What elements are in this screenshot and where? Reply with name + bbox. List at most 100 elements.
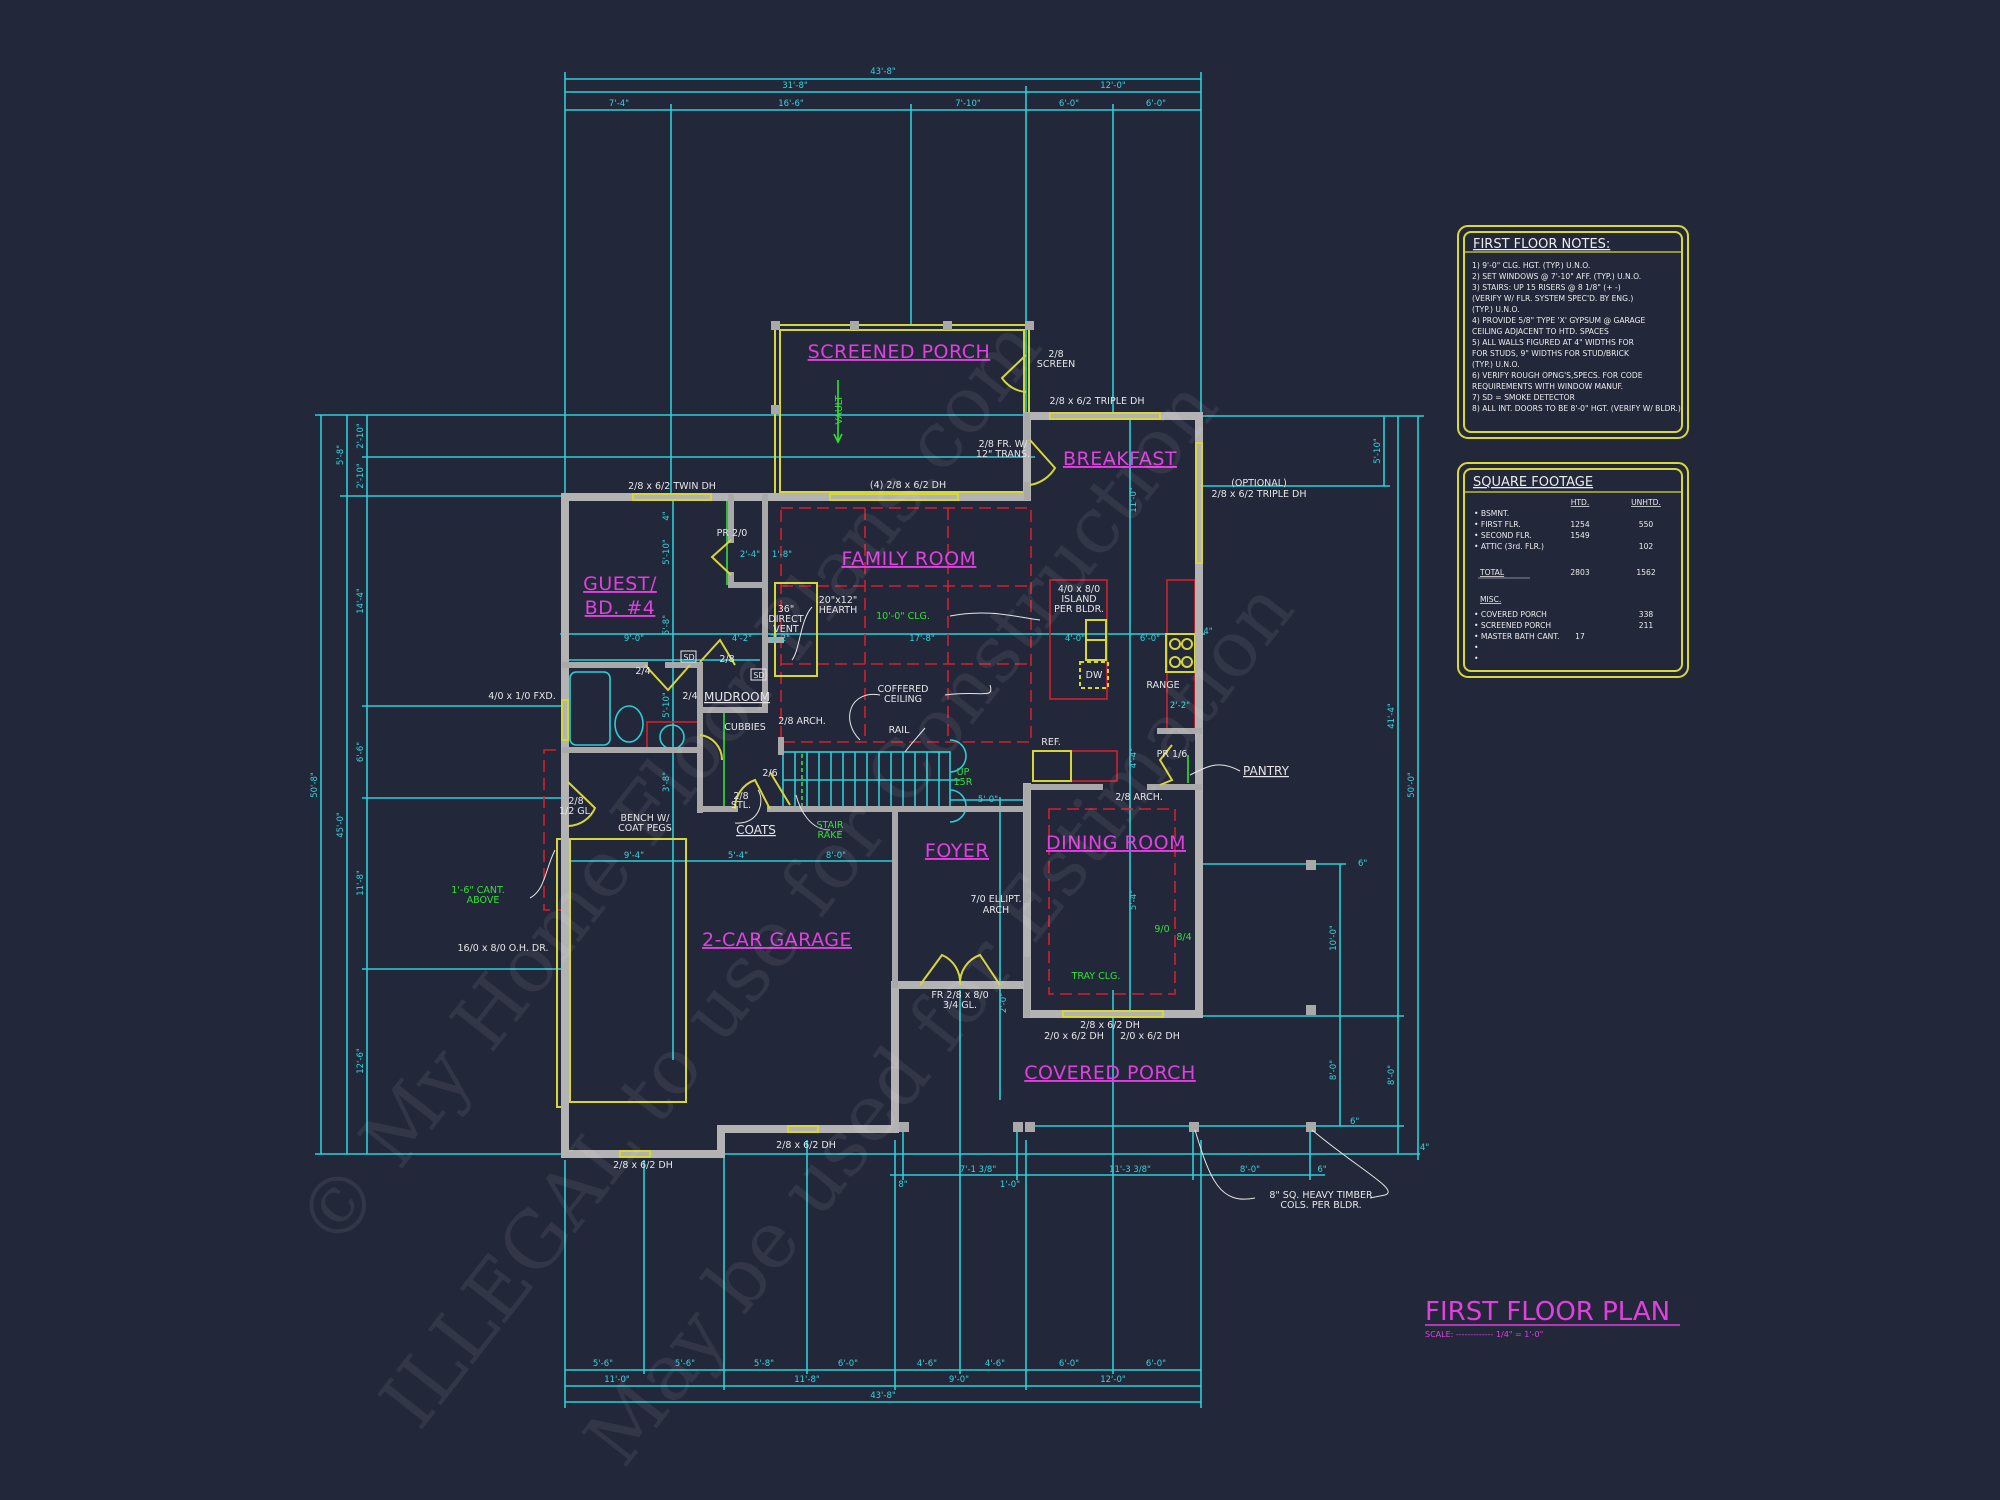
dim-right-overall: 50'-0" [1407, 772, 1417, 798]
dim-left: 45'-0" [336, 812, 346, 838]
label-stair-up: 15R [954, 777, 973, 788]
note-line: (TYP.) U.N.O. [1472, 360, 1520, 369]
note-line: CEILING ADJACENT TO HTD. SPACES [1472, 327, 1609, 336]
dim-bottom: 4'-6" [985, 1359, 1005, 1369]
sqft-row-label: • SECOND FLR. [1474, 531, 1532, 540]
dim-porch: 6" [1317, 1165, 1326, 1175]
dim-porch: 8'-0" [1240, 1165, 1260, 1175]
label-ellipt-arch: 7/0 ELLIPT. [970, 894, 1021, 905]
square-footage-table: SQUARE FOOTAGE HTD. UNHTD. • BSMNT.• FIR… [1457, 462, 1689, 678]
french-door-swing [1029, 439, 1057, 486]
label-four-dh: (4) 2/8 x 6/2 DH [870, 480, 946, 491]
label-stair-rake: RAKE [818, 830, 843, 841]
label-coffered: CEILING [884, 694, 922, 705]
room-guest-line1: GUEST/ [583, 573, 657, 595]
dim-left: 2'-10" [356, 423, 366, 449]
sqft-col-htd: HTD. [1571, 498, 1590, 507]
sqft-col-unhtd: UNHTD. [1631, 498, 1661, 507]
dim-bottom: 5'-6" [675, 1359, 695, 1369]
dim-interior: 6'-0" [1140, 634, 1160, 644]
dim-interior: 1'-8" [772, 550, 792, 560]
label-window: 2/8 x 6/2 DH [1080, 1020, 1140, 1031]
dim-bottom: 11'-8" [794, 1375, 820, 1385]
dim-top: 6'-0" [1059, 99, 1079, 109]
label-tray-ceiling: TRAY CLG. [1071, 971, 1121, 982]
dim-left: 2'-10" [356, 463, 366, 489]
sqft-row-htd: 1549 [1570, 531, 1589, 540]
label-steel-door: 2/8 [733, 791, 748, 802]
dim-right: 4" [1420, 1143, 1429, 1153]
dim-bottom: 6'-0" [1059, 1359, 1079, 1369]
room-mudroom: MUDROOM [704, 690, 770, 704]
dim-top: 7'-4" [609, 99, 629, 109]
dim-interior: 17'-8" [909, 634, 935, 644]
note-line: REQUIREMENTS WITH WINDOW MANUF. [1472, 382, 1623, 391]
dim-interior: 4'-0" [1065, 634, 1085, 644]
dim-interior: 5'-4" [728, 851, 748, 861]
timber-column [1306, 1005, 1316, 1015]
dim-bottom: 4'-6" [917, 1359, 937, 1369]
sqft-total-label: TOTAL [1479, 568, 1505, 577]
label-door: 2/4 [682, 691, 697, 702]
label-timber-columns: COLS. PER BLDR. [1280, 1200, 1361, 1211]
dim-top-overall: 43'-8" [870, 67, 896, 77]
label-stair-up: UP [957, 767, 970, 778]
dimension-lines [315, 72, 1424, 1408]
note-line: 7) SD = SMOKE DETECTOR [1472, 393, 1576, 402]
toilet [614, 705, 644, 743]
interior-walls [562, 413, 1202, 1017]
dim-interior: 2'-2" [1170, 701, 1190, 711]
note-line: (VERIFY W/ FLR. SYSTEM SPEC'D. BY ENG.) [1472, 294, 1633, 303]
label-dishwasher: DW [1086, 670, 1103, 681]
refrigerator [1032, 750, 1072, 782]
sqft-row-unhtd: 102 [1639, 542, 1654, 551]
dim-porch: 8" [898, 1180, 907, 1190]
label-door: 2/8 [719, 654, 734, 665]
label-window: 2/8 x 6/2 DH [776, 1140, 836, 1151]
label-direct-vent: DIRECT [768, 614, 803, 625]
sqft-row-label: • MASTER BATH CANT. [1474, 632, 1560, 641]
notes-title: FIRST FLOOR NOTES: [1473, 237, 1610, 252]
garage-door [569, 838, 687, 1103]
room-family-room: FAMILY ROOM [842, 548, 977, 570]
drawing-title-block: FIRST FLOOR PLAN SCALE: ------------- 1/… [1425, 1297, 1680, 1339]
room-screened-porch: SCREENED PORCH [808, 341, 991, 363]
dim-interior: 5'-0" [978, 795, 998, 805]
room-foyer: FOYER [925, 840, 989, 862]
green-annotations: VAULT 10'-0" CLG. STAIR RAKE UP 15R 1'-6… [451, 395, 1191, 982]
dim-interior: 5'-8" [662, 615, 672, 635]
note-line: 2) SET WINDOWS @ 7'-10" AFF. (TYP.) U.N.… [1472, 272, 1641, 281]
label-range: RANGE [1146, 680, 1179, 691]
dim-interior: 5'-10" [662, 539, 672, 565]
label-twin-dh: 2/8 x 6/2 TWIN DH [628, 481, 716, 492]
label-smoke-detector: SD [683, 653, 694, 662]
dim-bottom-overall: 43'-8" [870, 1391, 896, 1401]
sqft-misc-title: MISC. [1480, 595, 1501, 604]
sqft-row-unhtd: 211 [1639, 621, 1654, 630]
label-optional-dh: (OPTIONAL) [1231, 478, 1287, 489]
sqft-row-label: • FIRST FLR. [1474, 520, 1521, 529]
dim-interior: 2'-0" [999, 993, 1009, 1013]
sqft-total-htd: 2803 [1570, 568, 1589, 577]
note-line: 8) ALL INT. DOORS TO BE 8'-0" HGT. (VERI… [1472, 404, 1681, 413]
dim-interior: 8'-0" [826, 851, 846, 861]
windows-and-doors [561, 412, 1203, 1158]
dim-right: 6" [1350, 1117, 1359, 1127]
label-cantilever: ABOVE [467, 895, 500, 906]
room-pantry: PANTRY [1243, 764, 1290, 778]
timber-column [1306, 1122, 1316, 1132]
label-door: 2/6 [762, 768, 777, 779]
coffered-ceiling-outline [780, 507, 1032, 743]
sqft-title: SQUARE FOOTAGE [1473, 475, 1593, 490]
label-arch: 2/8 ARCH. [1115, 792, 1163, 803]
dim-left: 6'-6" [356, 742, 366, 762]
note-line: FOR STUDS, 9" WIDTHS FOR STUD/BRICK [1472, 349, 1630, 358]
dim-top: 7'-10" [955, 99, 981, 109]
label-ellipt-arch: ARCH [983, 905, 1009, 916]
sqft-row-unhtd: 550 [1639, 520, 1654, 529]
dim-left: 5'-8" [336, 445, 346, 465]
label-stair-rake: STAIR [817, 820, 844, 831]
dim-interior: 9'-0" [624, 634, 644, 644]
room-labels: SCREENED PORCH BREAKFAST FAMILY ROOM GUE… [583, 341, 1289, 1084]
